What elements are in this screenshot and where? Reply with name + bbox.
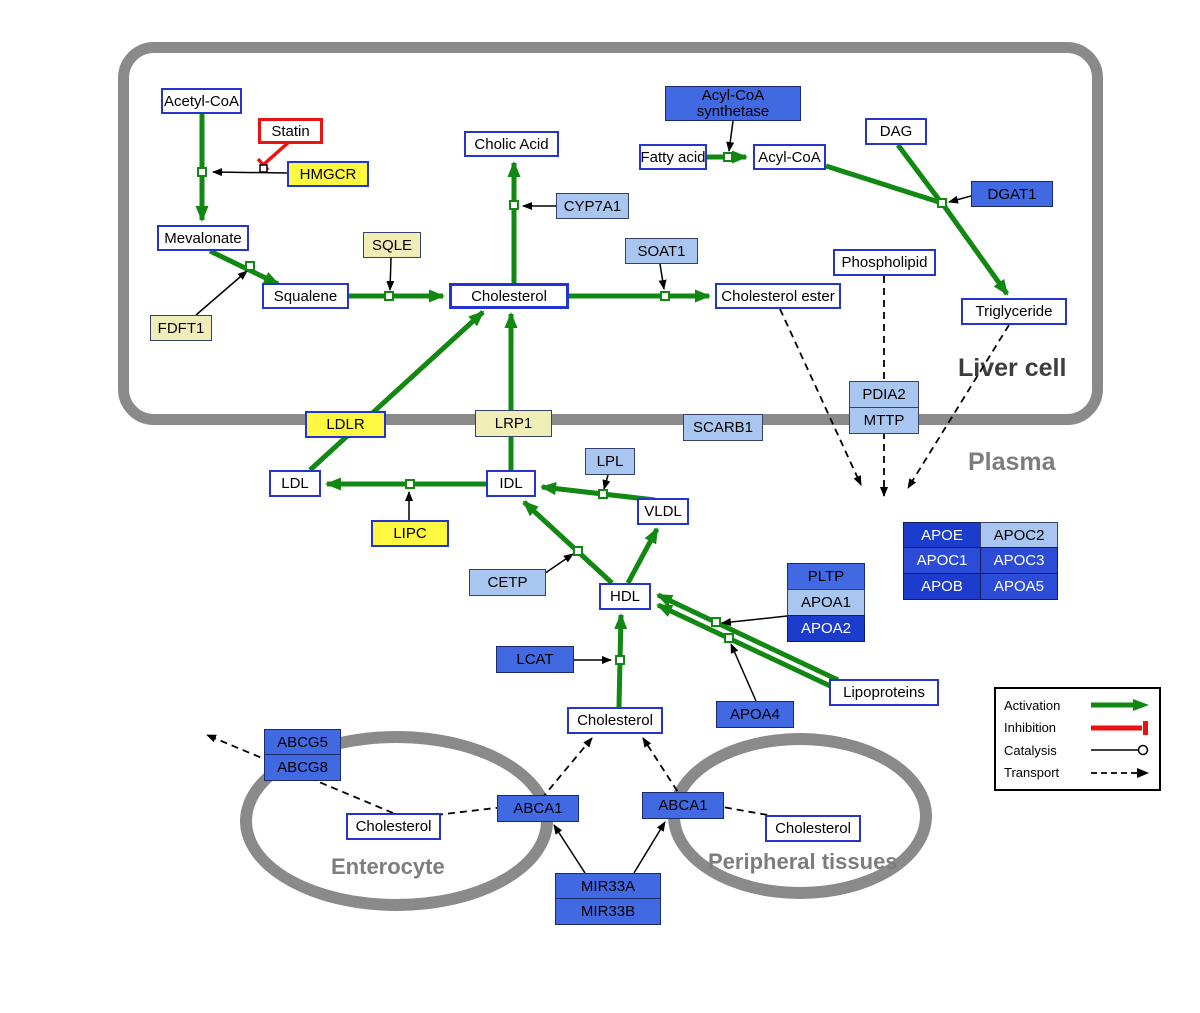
node-hdl[interactable]: HDL [599, 583, 651, 610]
regulation-mir33-abca1-left [553, 824, 586, 874]
catalysis-lpl [602, 474, 611, 490]
inhibition-bar-glyph [1091, 720, 1148, 735]
node-ldlr[interactable]: LDLR [305, 411, 386, 438]
node-ldl[interactable]: LDL [269, 470, 321, 497]
node-apoa1[interactable]: APOA1 [787, 589, 865, 616]
node-pltp[interactable]: PLTP [787, 563, 865, 590]
node-soat1[interactable]: SOAT1 [625, 238, 698, 264]
node-apoc1[interactable]: APOC1 [903, 547, 981, 574]
node-cyp7a1[interactable]: CYP7A1 [556, 193, 629, 219]
node-hmgcr[interactable]: HMGCR [287, 161, 369, 187]
legend-item-inhibition: Inhibition [1004, 719, 1151, 737]
node-abca1-enterocyte[interactable]: ABCA1 [497, 795, 579, 822]
node-cholesterol-liver[interactable]: Cholesterol [449, 283, 569, 309]
legend-activation-label: Activation [1004, 697, 1061, 713]
node-acyl-coa-synthetase[interactable]: Acyl-CoA synthetase [665, 86, 801, 121]
node-vldl[interactable]: VLDL [637, 498, 689, 525]
node-pdia2[interactable]: PDIA2 [849, 381, 919, 408]
activation-arrow-glyph [1091, 699, 1149, 712]
legend: Activation Inhibition Catalysis Transpor… [994, 687, 1161, 791]
node-cetp[interactable]: CETP [469, 569, 546, 596]
legend-catalysis-label: Catalysis [1004, 742, 1057, 758]
node-scarb1[interactable]: SCARB1 [683, 414, 763, 441]
enterocyte-label: Enterocyte [331, 854, 445, 879]
catalysis-apoa4 [730, 643, 757, 702]
legend-item-catalysis: Catalysis [1004, 741, 1151, 759]
node-apoa4[interactable]: APOA4 [716, 701, 794, 728]
node-abcg5[interactable]: ABCG5 [264, 729, 341, 755]
node-cholesterol-plasma[interactable]: Cholesterol [567, 707, 663, 734]
edge-cholesterol-hdl [614, 613, 628, 708]
node-phospholipid[interactable]: Phospholipid [833, 249, 936, 276]
legend-item-transport: Transport [1004, 764, 1151, 782]
regulation-mir33-abca1-right [633, 821, 666, 874]
transport-arrow-glyph [1091, 767, 1149, 778]
node-lrp1[interactable]: LRP1 [475, 410, 552, 437]
node-lipc[interactable]: LIPC [371, 520, 449, 547]
node-lipoproteins[interactable]: Lipoproteins [829, 679, 939, 706]
node-lcat[interactable]: LCAT [496, 646, 574, 673]
node-fatty-acid[interactable]: Fatty acid [639, 144, 707, 170]
node-apoe[interactable]: APOE [903, 522, 981, 548]
liver-cell-label: Liver cell [958, 354, 1067, 382]
node-abca1-peripheral[interactable]: ABCA1 [642, 792, 724, 819]
node-squalene[interactable]: Squalene [262, 283, 349, 309]
node-acetyl-coa[interactable]: Acetyl-CoA [161, 88, 242, 114]
node-idl[interactable]: IDL [486, 470, 536, 497]
node-dag[interactable]: DAG [865, 118, 927, 145]
plasma-label: Plasma [968, 448, 1056, 476]
node-cholesterol-peripheral[interactable]: Cholesterol [765, 815, 861, 842]
node-cholesterol-enterocyte[interactable]: Cholesterol [346, 813, 441, 840]
legend-inhibition-label: Inhibition [1004, 720, 1057, 736]
node-abcg8[interactable]: ABCG8 [264, 754, 341, 781]
node-mttp[interactable]: MTTP [849, 407, 919, 434]
node-apoa2[interactable]: APOA2 [787, 615, 865, 642]
peripheral-tissues-label: Peripheral tissues [708, 849, 898, 874]
node-apoc2[interactable]: APOC2 [980, 522, 1058, 548]
node-triglyceride[interactable]: Triglyceride [961, 298, 1067, 325]
node-apob[interactable]: APOB [903, 573, 981, 600]
node-mir33b[interactable]: MIR33B [555, 898, 661, 925]
node-acyl-coa[interactable]: Acyl-CoA [753, 144, 826, 170]
catalysis-circle-glyph [1091, 745, 1149, 756]
liver-cell-membrane [118, 42, 1103, 425]
node-cholic-acid[interactable]: Cholic Acid [464, 131, 559, 157]
node-dgat1[interactable]: DGAT1 [971, 181, 1053, 207]
legend-item-activation: Activation [1004, 696, 1151, 714]
node-apoa5[interactable]: APOA5 [980, 573, 1058, 600]
node-fdft1[interactable]: FDFT1 [150, 315, 212, 341]
node-lpl[interactable]: LPL [585, 448, 635, 475]
node-cholesterol-ester[interactable]: Cholesterol ester [715, 283, 841, 309]
node-apoc3[interactable]: APOC3 [980, 547, 1058, 574]
node-statin[interactable]: Statin [258, 118, 323, 144]
node-mir33a[interactable]: MIR33A [555, 873, 661, 899]
node-mevalonate[interactable]: Mevalonate [157, 225, 249, 251]
edge-hdl-vldl [625, 527, 660, 585]
legend-transport-label: Transport [1004, 765, 1060, 781]
catalysis-apoa-stack [721, 615, 788, 627]
node-sqle[interactable]: SQLE [363, 232, 421, 258]
